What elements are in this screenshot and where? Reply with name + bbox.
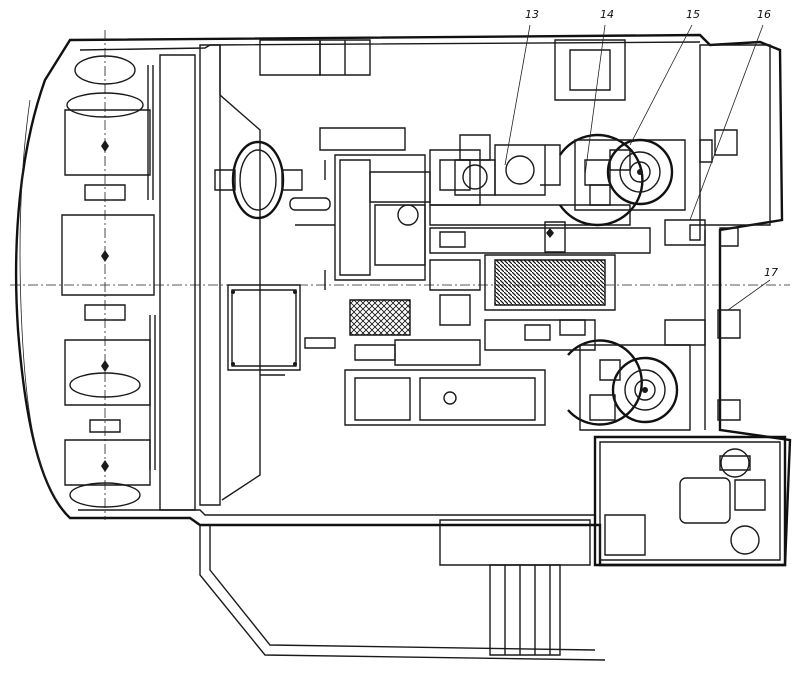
- cooling-unit: [215, 142, 335, 225]
- callout-16-label: 16: [757, 8, 771, 21]
- battery-compartment: [595, 437, 785, 565]
- left-equipment-column: [62, 56, 155, 507]
- right-column-devices: [665, 45, 770, 430]
- callout-15-leader: [630, 25, 692, 145]
- callout-14-leader: [585, 25, 605, 175]
- electrical-cabinet: [228, 285, 335, 375]
- callout-13-label: 13: [525, 8, 539, 21]
- callout-16-leader: [690, 25, 763, 220]
- callout-15-label: 15: [686, 8, 700, 21]
- fan-unit-upper: [560, 135, 685, 225]
- main-engine: [320, 128, 480, 290]
- step-structure: [200, 520, 605, 660]
- hull-outline: [16, 35, 790, 565]
- fan-unit-lower: [568, 341, 690, 430]
- heater-coil: [430, 255, 615, 325]
- callout-17-label: 17: [764, 266, 778, 279]
- callout-13-leader: [505, 25, 530, 165]
- compressor-assembly: [430, 135, 650, 253]
- partition-walls: [160, 40, 625, 510]
- callout-14-label: 14: [600, 8, 614, 21]
- callouts: 13 14 15 16 17: [505, 8, 778, 310]
- callout-17-leader: [728, 280, 770, 310]
- gearbox-assembly: [345, 300, 595, 425]
